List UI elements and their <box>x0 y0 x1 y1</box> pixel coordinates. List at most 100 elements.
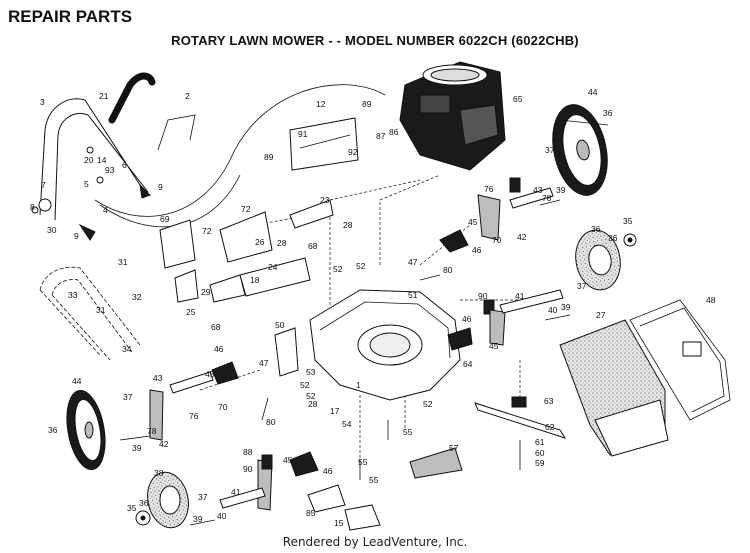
callout-26: 26 <box>255 237 265 247</box>
callout-54: 54 <box>342 419 352 429</box>
callout-62: 62 <box>545 422 555 432</box>
height-adjusters <box>149 177 521 511</box>
front-left-wheel <box>135 471 189 529</box>
callout-28: 28 <box>308 399 318 409</box>
callout-76: 76 <box>189 411 199 421</box>
callout-9: 9 <box>74 231 79 241</box>
callout-35: 35 <box>127 503 137 513</box>
callout-42: 42 <box>159 439 169 449</box>
callout-55: 55 <box>369 475 379 485</box>
callout-37: 37 <box>198 492 208 502</box>
lower-handle <box>39 266 141 361</box>
callout-28: 28 <box>343 220 353 230</box>
callout-87: 87 <box>376 131 386 141</box>
callout-93: 93 <box>105 165 115 175</box>
callout-38: 38 <box>154 468 164 478</box>
callout-70: 70 <box>218 402 228 412</box>
callout-39: 39 <box>556 185 566 195</box>
callout-72: 72 <box>241 204 251 214</box>
control-cable-2 <box>99 174 241 228</box>
callout-53: 53 <box>306 367 316 377</box>
callout-86: 86 <box>389 127 399 137</box>
handle-hardware <box>31 146 151 241</box>
callout-45: 45 <box>283 455 293 465</box>
callout-36: 36 <box>139 498 149 508</box>
blade-adapter <box>511 396 527 408</box>
callout-25: 25 <box>186 307 196 317</box>
callout-36: 36 <box>608 233 618 243</box>
callout-60: 60 <box>535 448 545 458</box>
callout-7: 7 <box>41 180 46 190</box>
callout-23: 23 <box>320 195 330 205</box>
mower-deck <box>309 289 461 401</box>
callout-61: 61 <box>535 437 545 447</box>
callout-29: 29 <box>201 287 211 297</box>
callout-80: 80 <box>266 417 276 427</box>
callout-39: 39 <box>193 514 203 524</box>
handle-grip <box>108 72 156 124</box>
callout-36: 36 <box>591 224 601 234</box>
side-shield <box>307 484 346 513</box>
callout-46: 46 <box>462 314 472 324</box>
callout-52: 52 <box>333 264 343 274</box>
callout-42: 42 <box>517 232 527 242</box>
control-cable <box>94 84 386 217</box>
upper-handle <box>39 98 149 221</box>
callout-55: 55 <box>403 427 413 437</box>
callout-41: 41 <box>231 487 241 497</box>
callout-52: 52 <box>306 391 316 401</box>
rear-right-wheel <box>552 104 608 196</box>
callout-28: 28 <box>277 238 287 248</box>
callout-70: 70 <box>492 235 502 245</box>
callout-80: 80 <box>443 265 453 275</box>
callout-36: 36 <box>603 108 613 118</box>
control-bail <box>157 114 196 151</box>
callout-91: 91 <box>298 129 308 139</box>
callout-59: 59 <box>535 458 545 468</box>
callout-20: 20 <box>84 155 94 165</box>
callout-44: 44 <box>72 376 82 386</box>
callout-69: 69 <box>160 214 170 224</box>
callout-37: 37 <box>545 145 555 155</box>
callout-6: 6 <box>122 160 127 170</box>
callout-76: 76 <box>484 184 494 194</box>
callout-18: 18 <box>250 275 260 285</box>
callout-45: 45 <box>468 217 478 227</box>
callout-89: 89 <box>264 152 274 162</box>
callout-31: 31 <box>96 305 106 315</box>
callout-90: 90 <box>243 464 253 474</box>
render-credit: Rendered by LeadVenture, Inc. <box>282 535 468 549</box>
callout-21: 21 <box>99 91 109 101</box>
callout-32: 32 <box>132 292 142 302</box>
callout-89: 89 <box>362 99 372 109</box>
callout-12: 12 <box>316 99 326 109</box>
callout-47: 47 <box>408 257 418 267</box>
front-right-wheel <box>575 229 637 291</box>
rear-left-wheel <box>66 389 106 471</box>
callout-4: 4 <box>103 205 108 215</box>
callout-72: 72 <box>202 226 212 236</box>
callout-40: 40 <box>548 305 558 315</box>
callout-64: 64 <box>463 359 473 369</box>
callout-50: 50 <box>275 320 285 330</box>
callout-52: 52 <box>300 380 310 390</box>
callout-85: 85 <box>306 508 316 518</box>
callout-90: 90 <box>478 291 488 301</box>
callout-78: 78 <box>542 193 552 203</box>
callout-68: 68 <box>211 322 221 332</box>
callout-35: 35 <box>623 216 633 226</box>
callout-40: 40 <box>217 511 227 521</box>
callout-43: 43 <box>153 373 163 383</box>
grass-bag <box>559 319 669 457</box>
callout-36: 36 <box>48 425 58 435</box>
callout-88: 88 <box>243 447 253 457</box>
baffle-brackets <box>159 117 359 377</box>
callout-55: 55 <box>358 457 368 467</box>
callout-57: 57 <box>449 443 459 453</box>
callout-27: 27 <box>596 310 606 320</box>
grass-bag-frame <box>629 299 731 421</box>
callout-33: 33 <box>68 290 78 300</box>
callout-30: 30 <box>47 225 57 235</box>
engine <box>399 61 506 171</box>
